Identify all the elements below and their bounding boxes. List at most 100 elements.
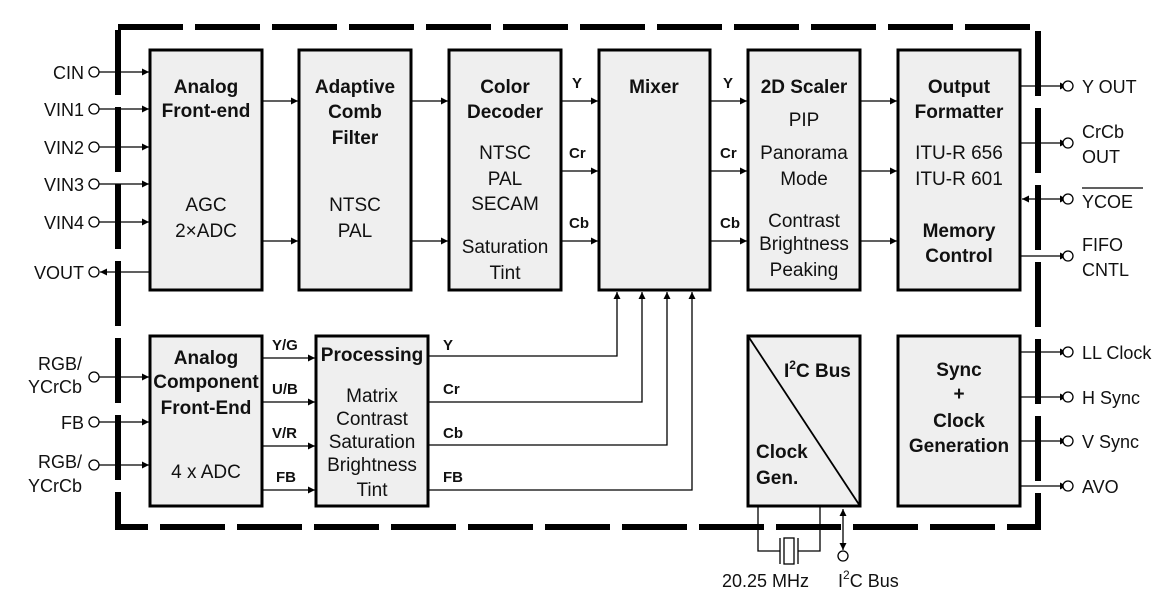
svg-text:CIN: CIN <box>53 63 84 83</box>
block-title: Processing <box>321 345 423 366</box>
signal-label: Cb <box>443 425 463 442</box>
svg-text:CrCb: CrCb <box>1082 122 1124 142</box>
pin-rgb-ycrcb-2[interactable]: RGB/ YCrCb <box>28 452 149 496</box>
block-title: 2D Scaler <box>761 77 848 98</box>
pin-connector-icon <box>1062 435 1074 447</box>
signal-label: FB <box>276 469 296 486</box>
block-title: Generation <box>909 436 1009 457</box>
pin-vout[interactable]: VOUT <box>34 263 149 283</box>
block-title: Comb <box>328 102 382 123</box>
block-text: Matrix <box>346 386 398 407</box>
block-text: Saturation <box>462 237 549 258</box>
component-frontend-block: Analog Component Front-End 4 x ADC <box>148 334 264 508</box>
pin-ll-clock[interactable]: LL Clock <box>1020 343 1152 363</box>
pin-connector-icon <box>88 371 100 383</box>
pin-connector-icon <box>88 141 100 153</box>
pin-connector-icon <box>1062 137 1074 149</box>
block-title: Analog <box>174 348 238 369</box>
svg-text:Y OUT: Y OUT <box>1082 77 1137 97</box>
pin-vin1[interactable]: VIN1 <box>44 100 149 120</box>
block-text: Contrast <box>768 211 841 232</box>
pin-cin[interactable]: CIN <box>53 63 149 83</box>
svg-text:VOUT: VOUT <box>34 263 84 283</box>
signal-label: Cr <box>569 145 586 162</box>
block-text: NTSC <box>479 143 531 164</box>
svg-text:CNTL: CNTL <box>1082 260 1129 280</box>
pin-ycoe[interactable]: YCOE <box>1022 187 1143 212</box>
pin-connector-icon <box>88 178 100 190</box>
pin-connector-icon <box>1062 346 1074 358</box>
block-text: ITU-R 656 <box>915 143 1003 164</box>
svg-text:YCrCb: YCrCb <box>28 476 82 496</box>
pin-connector-icon <box>1062 250 1074 262</box>
right-pins: Y OUT CrCb OUT YCOE FIFO CNTL LL Clock <box>1020 77 1152 497</box>
block-title: + <box>953 384 964 405</box>
block-title: Sync <box>936 360 982 381</box>
i2c-clock-block: I2C Bus Clock Gen. <box>746 334 862 508</box>
block-title: Decoder <box>467 102 544 123</box>
pin-fb[interactable]: FB <box>61 413 149 433</box>
crystal-icon <box>783 537 795 565</box>
block-text: Peaking <box>770 260 839 281</box>
svg-text:RGB/: RGB/ <box>38 354 82 374</box>
block-text: ITU-R 601 <box>915 169 1003 190</box>
signal-label: FB <box>443 469 463 486</box>
block-title: Output <box>928 77 991 98</box>
pin-i2c-bus[interactable]: I2C Bus <box>837 509 899 591</box>
pin-vin3[interactable]: VIN3 <box>44 175 149 195</box>
block-text: Tint <box>357 480 389 501</box>
pin-connector-icon <box>88 103 100 115</box>
pin-rgb-ycrcb-1[interactable]: RGB/ YCrCb <box>28 354 149 397</box>
block-text: PAL <box>338 221 373 242</box>
svg-text:LL Clock: LL Clock <box>1082 343 1152 363</box>
block-text: Contrast <box>336 409 409 430</box>
pin-connector-icon <box>88 416 100 428</box>
signal-label: Cb <box>569 215 589 232</box>
processing-block: Processing Matrix Contrast Saturation Br… <box>314 334 430 508</box>
block-title: Mixer <box>629 77 679 98</box>
pin-connector-icon <box>1062 480 1074 492</box>
block-text: 4 x ADC <box>171 462 241 483</box>
block-title: Control <box>925 246 993 267</box>
block-text: Mode <box>780 169 828 190</box>
block-title: Memory <box>923 221 996 242</box>
pin-v-sync[interactable]: V Sync <box>1020 432 1139 452</box>
pin-fifo-cntl[interactable]: FIFO CNTL <box>1020 235 1129 280</box>
pin-avo[interactable]: AVO <box>1020 477 1119 497</box>
chip-boundary <box>115 24 1041 530</box>
pin-vin4[interactable]: VIN4 <box>44 213 149 233</box>
block-title: Clock <box>933 411 985 432</box>
pin-connector-icon <box>88 66 100 78</box>
block-text: NTSC <box>329 195 381 216</box>
svg-text:YCrCb: YCrCb <box>28 377 82 397</box>
signal-label: V/R <box>272 425 297 442</box>
svg-text:OUT: OUT <box>1082 147 1120 167</box>
pin-y-out[interactable]: Y OUT <box>1020 77 1137 97</box>
pin-crcb-out[interactable]: CrCb OUT <box>1020 122 1124 167</box>
svg-text:H Sync: H Sync <box>1082 388 1140 408</box>
block-title: Component <box>153 372 259 393</box>
signal-label: Cb <box>720 215 740 232</box>
svg-text:VIN4: VIN4 <box>44 213 84 233</box>
block-text: 2×ADC <box>175 221 237 242</box>
pin-connector-icon <box>1062 193 1074 205</box>
output-formatter-block: Output Formatter ITU-R 656 ITU-R 601 Mem… <box>896 48 1022 292</box>
comb-filter-block: Adaptive Comb Filter NTSC PAL <box>297 48 413 292</box>
analog-frontend-block: Analog Front-end AGC 2×ADC <box>148 48 264 292</box>
color-decoder-block: Color Decoder NTSC PAL SECAM Saturation … <box>447 48 563 292</box>
crystal-frequency-label: 20.25 MHz <box>722 571 809 591</box>
svg-text:VIN1: VIN1 <box>44 100 84 120</box>
signal-label: U/B <box>272 381 298 398</box>
block-text: SECAM <box>471 194 539 215</box>
svg-text:V Sync: V Sync <box>1082 432 1139 452</box>
i2c-bus-pin-label: I2C Bus <box>838 568 899 591</box>
block-text: Brightness <box>759 234 849 255</box>
block-title: Analog <box>174 77 238 98</box>
pin-connector-icon <box>837 550 849 562</box>
block-text: AGC <box>185 195 226 216</box>
pin-vin2[interactable]: VIN2 <box>44 138 149 158</box>
crystal-oscillator[interactable]: 20.25 MHz <box>722 506 821 591</box>
pin-h-sync[interactable]: H Sync <box>1020 388 1140 408</box>
signal-label: Y <box>443 337 453 354</box>
